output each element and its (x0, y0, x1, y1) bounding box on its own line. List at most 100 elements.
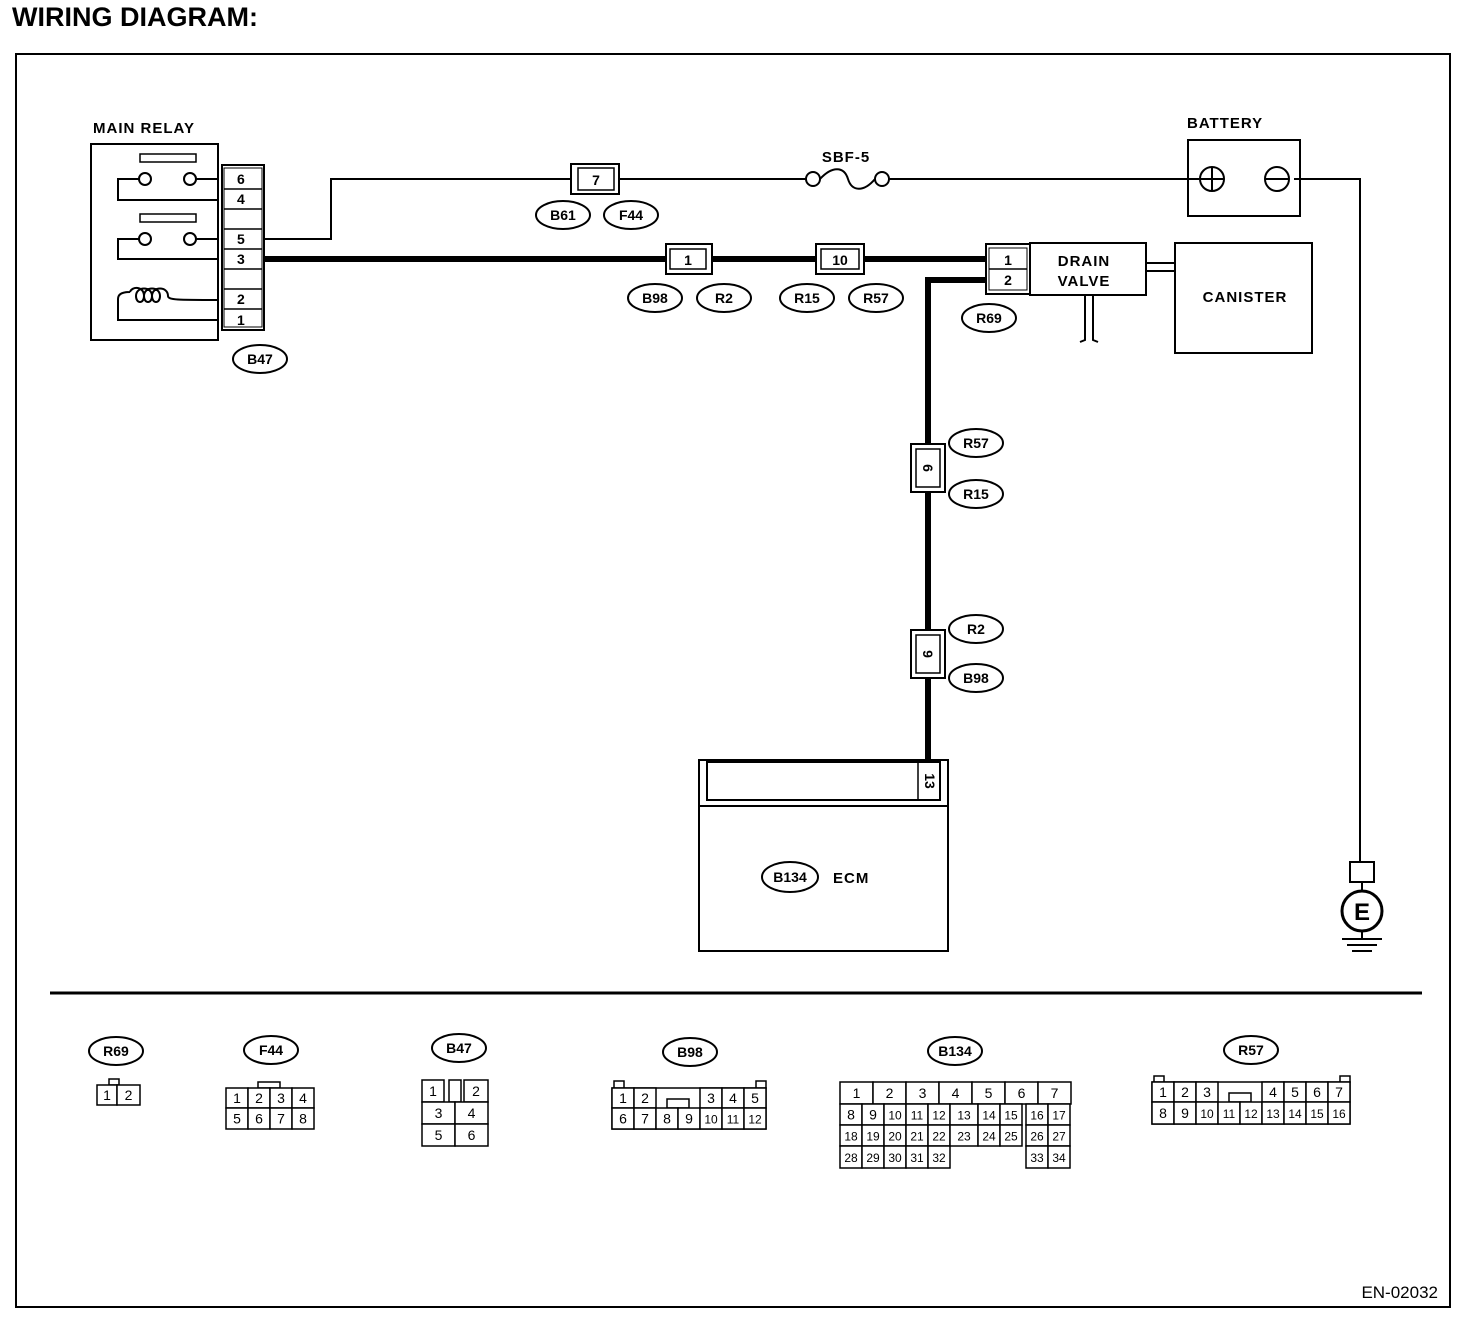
ground-label: E (1354, 899, 1370, 926)
connector-id: B98 (963, 670, 989, 686)
connector-cavity: 8 (299, 1111, 307, 1127)
connector-cavity: 4 (1269, 1084, 1277, 1100)
main-relay: MAIN RELAY 6 4 5 3 2 1 B47 (90, 120, 288, 374)
wire-relay5-battery (264, 178, 573, 240)
connector-cavity: 11 (727, 1113, 740, 1127)
connector-cavity: 33 (1030, 1151, 1044, 1165)
inline-connector-1: 1 B98 R2 (627, 243, 752, 313)
battery-label: BATTERY (1187, 115, 1263, 132)
connector-cavity: 19 (866, 1130, 880, 1144)
connector-id: R2 (715, 290, 733, 306)
ecm: 13 B134 ECM (698, 759, 949, 952)
connector-id: F44 (619, 207, 643, 223)
inline-connector-9: 9 R2 B98 (910, 614, 1004, 693)
connector-face-id: B98 (677, 1044, 703, 1060)
connector-cavity: 16 (1332, 1107, 1346, 1121)
connector-cavity: 30 (888, 1151, 902, 1165)
ecm-pin: 13 (922, 773, 938, 789)
connector-cavity: 9 (1181, 1105, 1189, 1121)
connector-cavity: 1 (619, 1090, 627, 1106)
inline-pin: 10 (832, 252, 848, 268)
connector-cavity: 7 (277, 1111, 285, 1127)
connector-id: R15 (794, 290, 820, 306)
ecm-connector-id: B134 (773, 869, 807, 885)
relay-pin: 1 (237, 312, 245, 328)
connector-cavity: 2 (1181, 1084, 1189, 1100)
connector-cavity: 14 (982, 1109, 996, 1123)
connector-cavity: 2 (255, 1090, 263, 1106)
connector-face-id: B47 (446, 1040, 472, 1056)
connector-cavity: 5 (1291, 1084, 1299, 1100)
connector-cavity: 6 (468, 1127, 476, 1143)
canister: CANISTER (1174, 242, 1313, 354)
connector-cavity: 32 (932, 1151, 946, 1165)
connector-face-id: B134 (938, 1043, 972, 1059)
connector-cavity: 15 (1004, 1109, 1018, 1123)
diagram-frame (15, 53, 1451, 1308)
connector-cavity: 7 (1335, 1084, 1343, 1100)
wire-battery-ground (1294, 178, 1361, 862)
connector-cavity: 1 (853, 1085, 861, 1101)
wires (264, 178, 1361, 862)
connector-cavity: 4 (468, 1105, 476, 1121)
connector-cavity: 28 (844, 1151, 858, 1165)
connector-cavity: 10 (888, 1109, 902, 1123)
connector-cavity: 2 (886, 1085, 894, 1101)
connector-cavity: 24 (982, 1130, 996, 1144)
connector-cavity: 31 (910, 1151, 924, 1165)
page-title: WIRING DIAGRAM: (12, 2, 258, 32)
connector-cavity: 6 (619, 1111, 627, 1127)
connector-cavity: 3 (1203, 1084, 1211, 1100)
battery: BATTERY (1187, 115, 1301, 217)
connector-cavity: 20 (888, 1130, 902, 1144)
connector-id: R57 (863, 290, 889, 306)
connector-cavity: 12 (1244, 1107, 1258, 1121)
inline-pin: 7 (592, 172, 600, 188)
connector-id: R15 (963, 486, 989, 502)
connector-cavity: 13 (1266, 1107, 1280, 1121)
connector-cavity: 12 (748, 1113, 762, 1127)
connector-id: R2 (967, 621, 985, 637)
connector-cavity: 12 (932, 1109, 946, 1123)
relay-pin: 6 (237, 171, 245, 187)
connector-cavity: 11 (1223, 1107, 1236, 1121)
connector-cavity: 8 (663, 1111, 671, 1127)
connector-cavity: 4 (952, 1085, 960, 1101)
connector-cavity: 9 (685, 1111, 693, 1127)
wire-drainvalve-ecm (925, 277, 988, 446)
drain-valve-connector-id: R69 (976, 310, 1002, 326)
connector-cavity: 1 (1159, 1084, 1167, 1100)
connector-cavity: 14 (1288, 1107, 1302, 1121)
connector-cavity: 5 (985, 1085, 993, 1101)
connector-id: R57 (963, 435, 989, 451)
canister-label: CANISTER (1203, 289, 1288, 306)
drain-valve-label: DRAIN (1058, 253, 1111, 270)
inline-pin: 1 (684, 252, 692, 268)
connector-face-id: R69 (103, 1043, 129, 1059)
connector-cavity: 26 (1030, 1130, 1044, 1144)
drain-valve-pin: 2 (1004, 272, 1012, 288)
connector-cavity: 18 (844, 1130, 858, 1144)
fuse-sbf5: SBF-5 (805, 149, 890, 190)
connector-cavity: 6 (1313, 1084, 1321, 1100)
drain-valve: DRAIN VALVE 1 2 R69 (961, 242, 1175, 343)
relay-pin: 5 (237, 231, 245, 247)
connector-cavity: 9 (869, 1107, 877, 1123)
connector-id: B61 (550, 207, 576, 223)
connector-cavity: 3 (707, 1090, 715, 1106)
drain-valve-pin: 1 (1004, 252, 1012, 268)
connector-cavity: 2 (641, 1090, 649, 1106)
connector-cavity: 13 (957, 1109, 971, 1123)
connector-cavity: 2 (125, 1087, 133, 1103)
connector-cavity: 17 (1052, 1109, 1066, 1123)
connector-cavity: 3 (277, 1090, 285, 1106)
connector-cavity: 15 (1310, 1107, 1324, 1121)
connector-cavity: 34 (1052, 1151, 1066, 1165)
